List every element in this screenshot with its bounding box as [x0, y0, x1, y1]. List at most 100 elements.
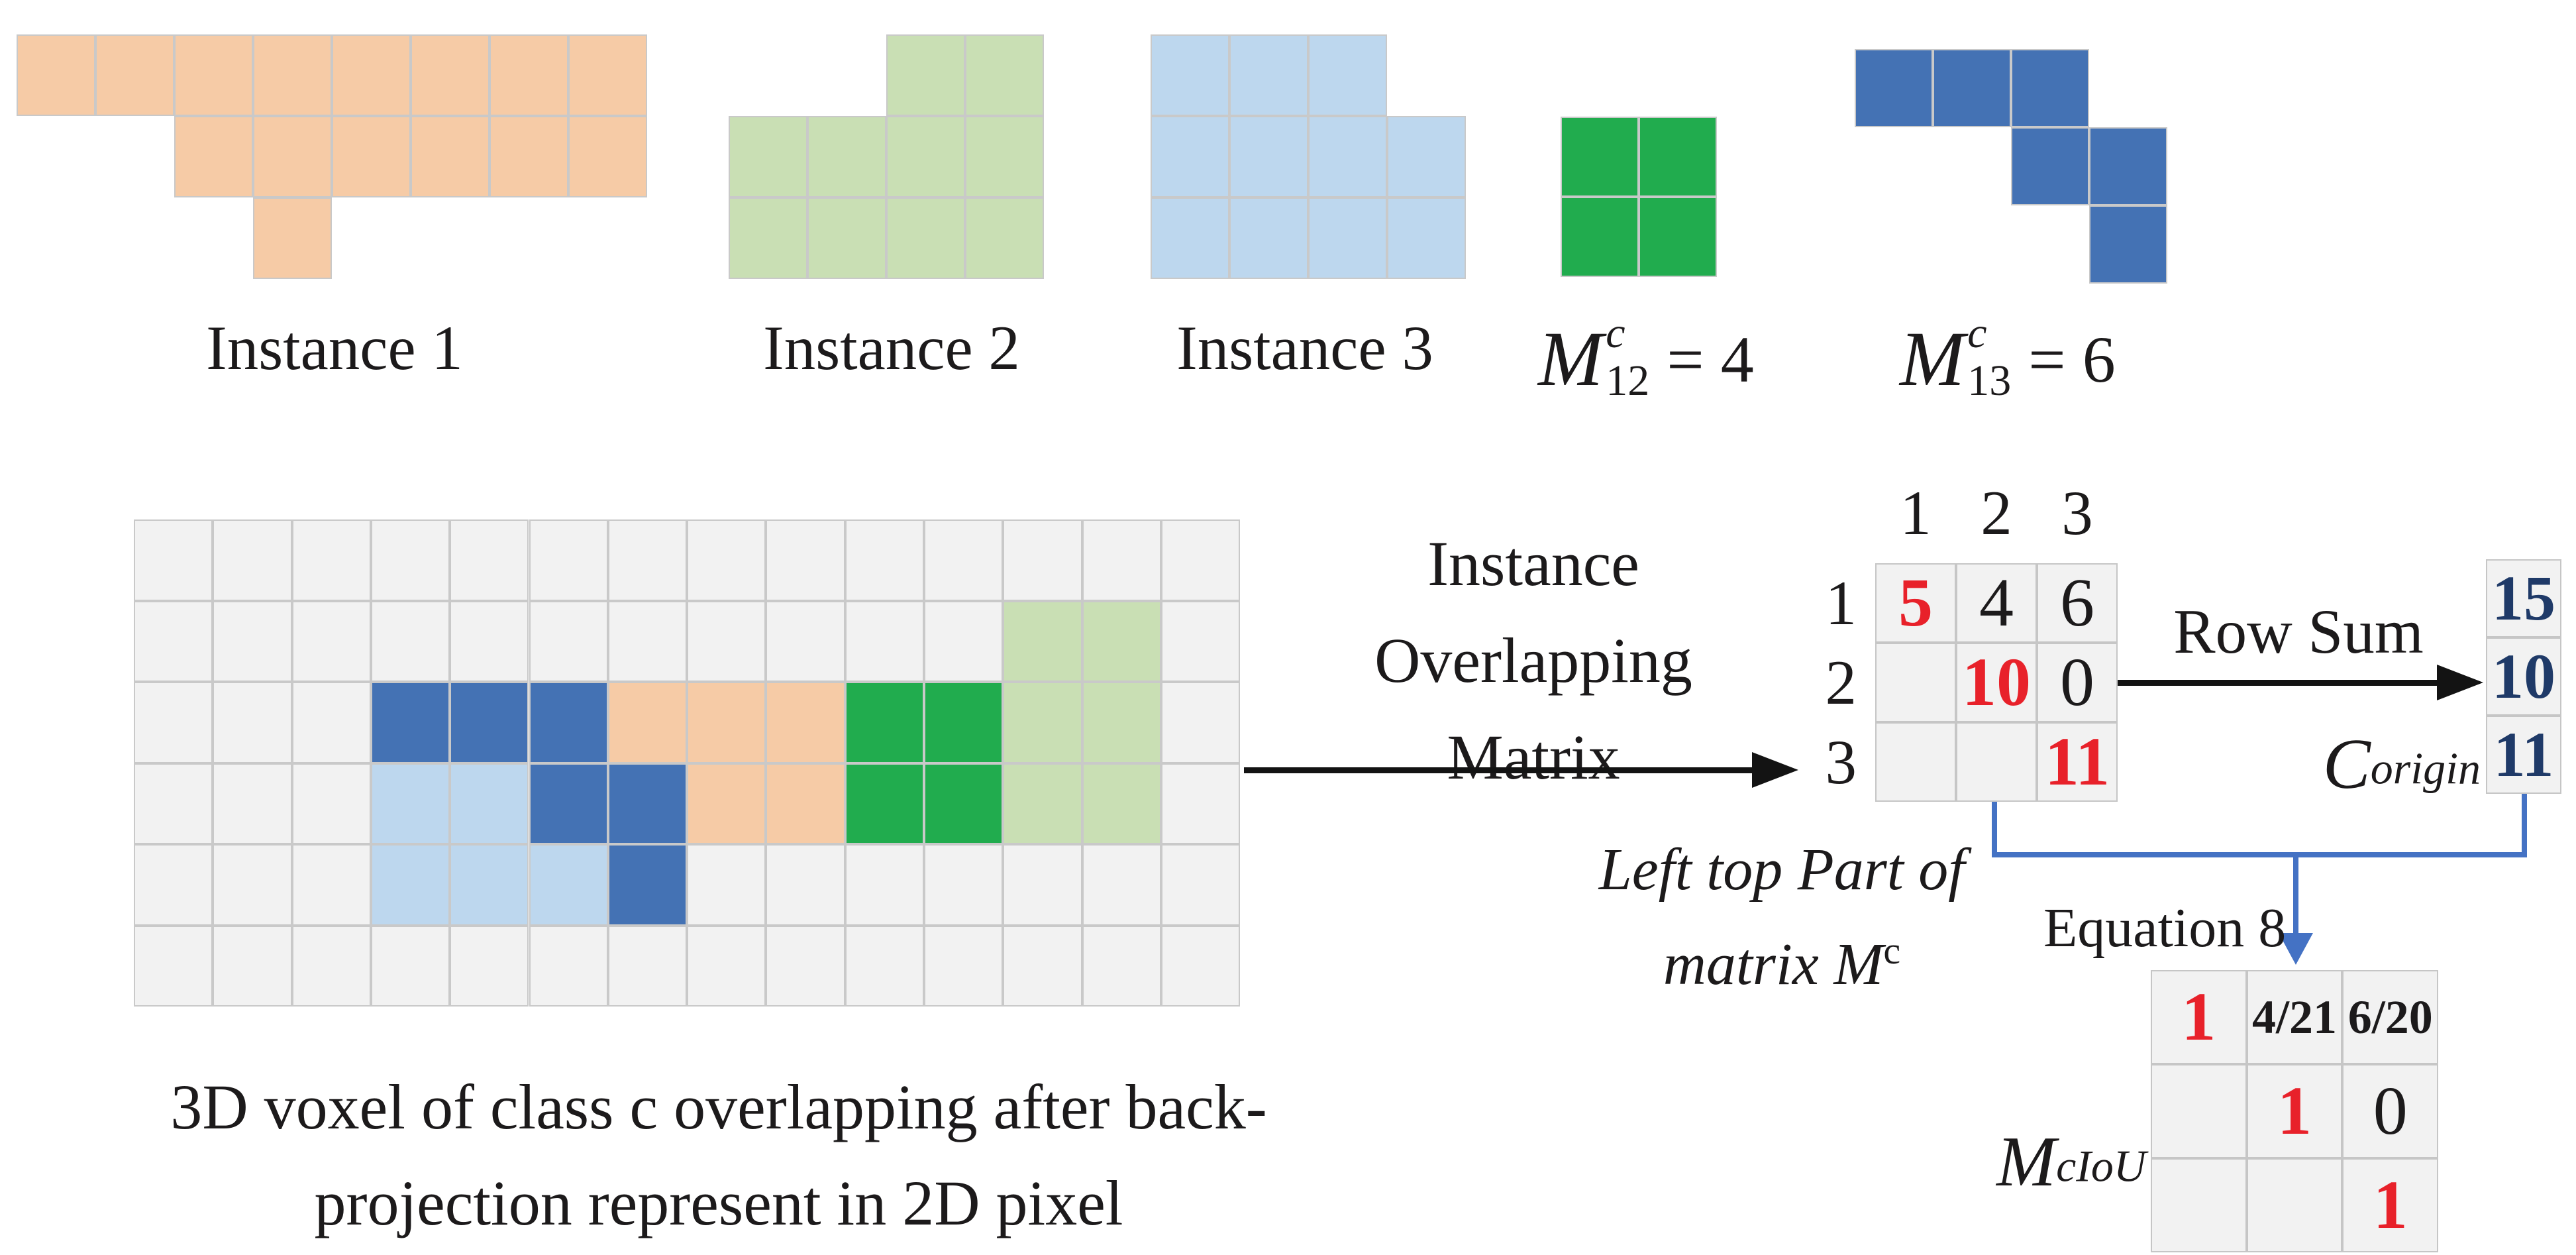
- instance-2-shape-cell: [807, 197, 886, 279]
- instance-1-shape-cell: [568, 116, 647, 197]
- iom-col-header-2: 2: [1981, 478, 2012, 548]
- vector-cell-r0c0: 15: [2486, 559, 2561, 637]
- instance-2-label: Instance 2: [763, 313, 1020, 383]
- instance-3-shape-cell: [1229, 197, 1308, 279]
- overlap-13-shape-cell: [1855, 49, 1933, 127]
- voxel-cell-r5c9: [845, 925, 924, 1007]
- mciou-cell-r2c0: [2151, 1158, 2247, 1252]
- overlap-13-shape-cell: [2011, 127, 2089, 205]
- vector-cell-r1c0: 10: [2486, 637, 2561, 716]
- row-sum-label: Row Sum: [2173, 596, 2424, 667]
- voxel-cell-r1c9: [845, 600, 924, 682]
- voxel-cell-r1c4: [450, 600, 529, 682]
- voxel-cell-r3c0: [134, 763, 213, 844]
- iom-cell-r2c1: [1956, 722, 2037, 802]
- m13-symbol: M: [1900, 315, 1965, 402]
- m12-superscript: c: [1606, 309, 1625, 357]
- iom-value-r0c2: 6: [2060, 565, 2094, 641]
- voxel-cell-r2c12: [1082, 682, 1161, 763]
- voxel-cell-r5c5: [529, 925, 608, 1007]
- iom-cell-r1c2: 0: [2037, 643, 2118, 722]
- mciou-cell-r1c1: 1: [2246, 1064, 2343, 1158]
- vector-value-r2c0: 11: [2493, 719, 2554, 790]
- iom-cell-r0c0: 5: [1875, 563, 1956, 643]
- grid-to-matrix-arrow-head: [1752, 752, 1798, 788]
- voxel-cell-r1c10: [924, 600, 1004, 682]
- mciou-cell-r0c2: 6/20: [2342, 970, 2439, 1064]
- connector-left-vertical: [1992, 802, 1997, 857]
- iom-row-header-2: 2: [1825, 647, 1857, 718]
- iom-cell-r0c2: 6: [2037, 563, 2118, 643]
- mciou-cell-r0c1: 4/21: [2246, 970, 2343, 1064]
- instance-1-shape-cell: [174, 34, 253, 116]
- voxel-cell-r2c3: [370, 682, 450, 763]
- voxel-cell-r0c5: [529, 519, 608, 601]
- c-origin-label: Corigin: [2272, 729, 2481, 800]
- voxel-cell-r3c4: [450, 763, 529, 844]
- iom-label-line1: Instance: [1427, 528, 1639, 599]
- matrix-to-vector-arrow-line: [2118, 680, 2439, 686]
- voxel-cell-r2c13: [1160, 682, 1241, 763]
- voxel-cell-r3c3: [370, 763, 450, 844]
- voxel-cell-r2c5: [529, 682, 608, 763]
- voxel-cell-r5c7: [687, 925, 766, 1007]
- voxel-cell-r1c1: [213, 600, 292, 682]
- m13-superscript: c: [1967, 309, 1987, 357]
- voxel-cell-r0c8: [766, 519, 845, 601]
- mciou-value-r0c1: 4/21: [2252, 991, 2338, 1044]
- mciou-value-r0c0: 1: [2181, 979, 2216, 1055]
- voxel-cell-r1c12: [1082, 600, 1161, 682]
- voxel-cell-r2c2: [291, 682, 371, 763]
- instance-1-shape-cell: [174, 116, 253, 197]
- equation-arrow-line: [2293, 857, 2298, 936]
- voxel-cell-r4c10: [924, 844, 1004, 926]
- instance-1-shape-cell: [568, 34, 647, 116]
- voxel-cell-r1c11: [1003, 600, 1082, 682]
- instance-3-shape-cell: [1308, 116, 1387, 197]
- vector-value-r0c0: 15: [2492, 563, 2555, 633]
- mciou-cell-r1c0: [2151, 1064, 2247, 1158]
- overlap-13-shape-cell: [2089, 127, 2167, 205]
- voxel-cell-r4c3: [370, 844, 450, 926]
- voxel-cell-r5c6: [607, 925, 688, 1007]
- voxel-cell-r2c6: [607, 682, 688, 763]
- iom-row-header-1: 1: [1825, 568, 1857, 638]
- voxel-cell-r5c3: [370, 925, 450, 1007]
- voxel-cell-r5c4: [450, 925, 529, 1007]
- instance-2-shape-cell: [965, 34, 1044, 116]
- iom-value-r2c2: 11: [2044, 724, 2110, 800]
- voxel-cell-r0c12: [1082, 519, 1161, 601]
- overlap-12-shape-cell: [1561, 197, 1639, 277]
- instance-3-shape-cell: [1229, 116, 1308, 197]
- instance-2-shape-cell: [965, 116, 1044, 197]
- voxel-cell-r4c5: [529, 844, 608, 926]
- iom-col-header-3: 3: [2061, 478, 2093, 548]
- iom-label-line2: Overlapping: [1374, 625, 1692, 696]
- voxel-cell-r2c9: [845, 682, 924, 763]
- instance-3-shape-cell: [1308, 197, 1387, 279]
- voxel-cell-r0c7: [687, 519, 766, 601]
- mciou-value-r1c2: 0: [2373, 1073, 2408, 1149]
- voxel-cell-r4c6: [607, 844, 688, 926]
- voxel-cell-r4c11: [1003, 844, 1082, 926]
- instance-3-label: Instance 3: [1176, 313, 1433, 383]
- m13-value: = 6: [2028, 322, 2116, 396]
- connector-horizontal: [1992, 852, 2527, 857]
- iom-row-header-3: 3: [1825, 727, 1857, 797]
- instance-3-shape-cell: [1387, 116, 1466, 197]
- iom-col-header-1: 1: [1900, 478, 1932, 548]
- voxel-cell-r4c8: [766, 844, 845, 926]
- voxel-cell-r3c1: [213, 763, 292, 844]
- overlap-13-shape-cell: [1933, 49, 2011, 127]
- equation-8-label: Equation 8: [2043, 897, 2287, 959]
- iom-cell-r1c0: [1875, 643, 1956, 722]
- voxel-cell-r3c12: [1082, 763, 1161, 844]
- voxel-cell-r0c3: [370, 519, 450, 601]
- voxel-cell-r1c5: [529, 600, 608, 682]
- overlap-13-shape-cell: [2089, 205, 2167, 284]
- grid-caption-line2: projection represent in 2D pixel: [314, 1168, 1123, 1238]
- instance-1-shape-cell: [253, 34, 332, 116]
- iom-cell-r1c1: 10: [1956, 643, 2037, 722]
- voxel-cell-r3c10: [924, 763, 1004, 844]
- m12-subscript: 12: [1606, 356, 1650, 405]
